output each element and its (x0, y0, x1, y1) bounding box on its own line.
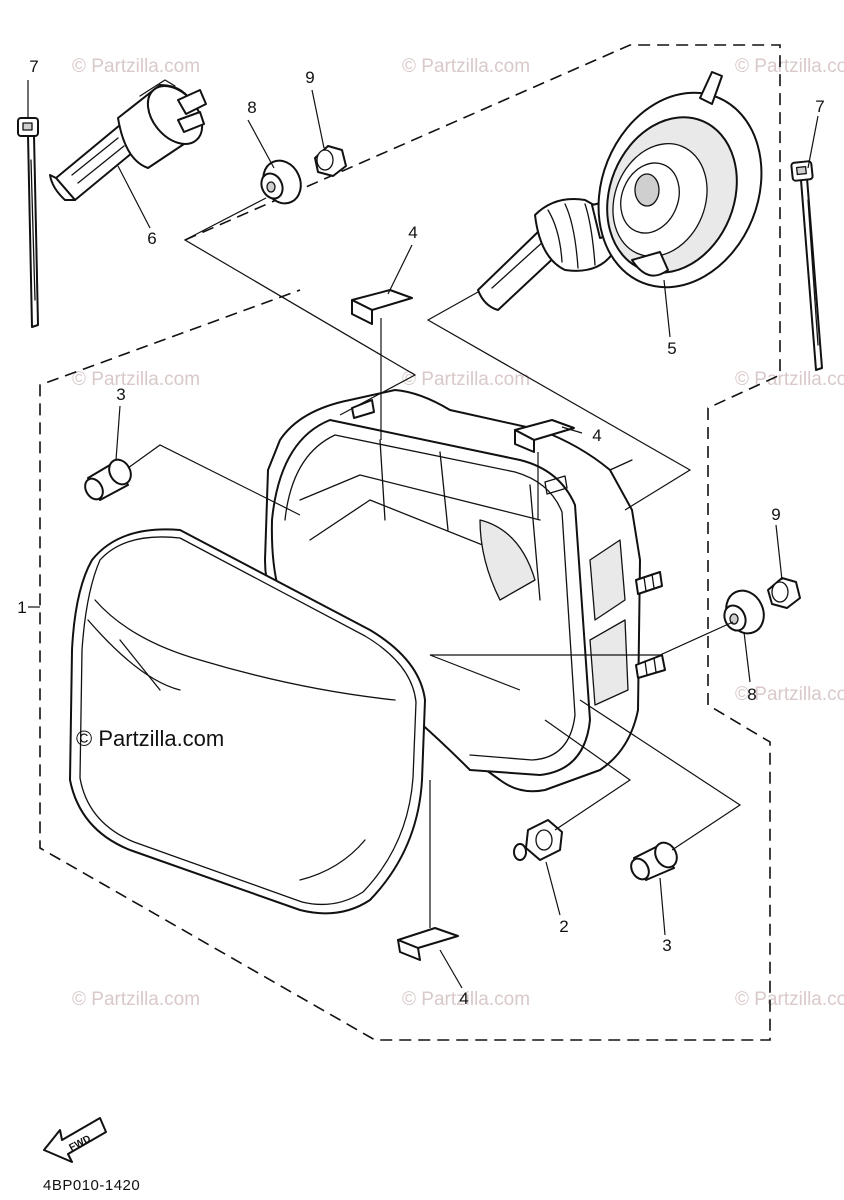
callout-7-left: 7 (29, 57, 38, 76)
callout-labels: 7 6 8 9 4 5 7 3 4 1 9 8 2 3 4 (17, 57, 824, 1008)
adjuster-lower-right (630, 841, 678, 881)
watermark-text: © Partzilla.com (72, 989, 200, 1010)
callout-4-bottom: 4 (459, 989, 468, 1008)
adjuster-upper-left (84, 458, 132, 501)
callout-8-lower: 8 (747, 685, 756, 704)
callout-8-upper: 8 (247, 98, 256, 117)
assembly-boundary (39, 44, 781, 1041)
callout-4-top: 4 (408, 223, 417, 242)
callout-5: 5 (667, 339, 676, 358)
grommet-upper (260, 159, 302, 205)
callout-6: 6 (147, 229, 156, 248)
exploded-view-lines (127, 197, 742, 928)
cable-tie-left (17, 117, 39, 328)
headlight-bulb (49, 79, 207, 201)
callout-9-upper: 9 (305, 68, 314, 87)
callout-2: 2 (559, 917, 568, 936)
watermark-text: © Partzilla.com (735, 989, 844, 1010)
nut-upper (314, 145, 347, 177)
clip-right (514, 419, 575, 453)
watermark-text: © Partzilla.com (402, 989, 530, 1010)
watermark-text: © Partzilla.com (402, 369, 530, 390)
clip-bottom (397, 927, 459, 961)
watermark-text: © Partzilla.com (735, 56, 844, 77)
watermark-text: © Partzilla.com (735, 369, 844, 390)
callout-7-right: 7 (815, 97, 824, 116)
nut-lower (767, 577, 801, 609)
callout-3-upper: 3 (116, 385, 125, 404)
callout-9-lower: 9 (771, 505, 780, 524)
callout-pointers (27, 80, 819, 989)
bulb-socket-assembly (477, 71, 763, 311)
fwd-arrow-icon: FWD (43, 1117, 107, 1163)
socket-nut (513, 819, 563, 861)
callout-4-right: 4 (592, 426, 601, 445)
watermark-main: © Partzilla.com (76, 726, 224, 751)
watermark-text: © Partzilla.com (735, 684, 844, 705)
watermark-text: © Partzilla.com (72, 369, 200, 390)
callout-1: 1 (17, 598, 26, 617)
watermark-text: © Partzilla.com (402, 56, 530, 77)
callout-3-lower: 3 (662, 936, 671, 955)
watermark-text: © Partzilla.com (72, 56, 200, 77)
headlight-lens (69, 528, 426, 915)
grommet-lower (723, 589, 765, 635)
clip-top (351, 289, 413, 325)
diagram-code: 4BP010-1420 (43, 1177, 140, 1194)
cable-tie-right (790, 160, 823, 371)
